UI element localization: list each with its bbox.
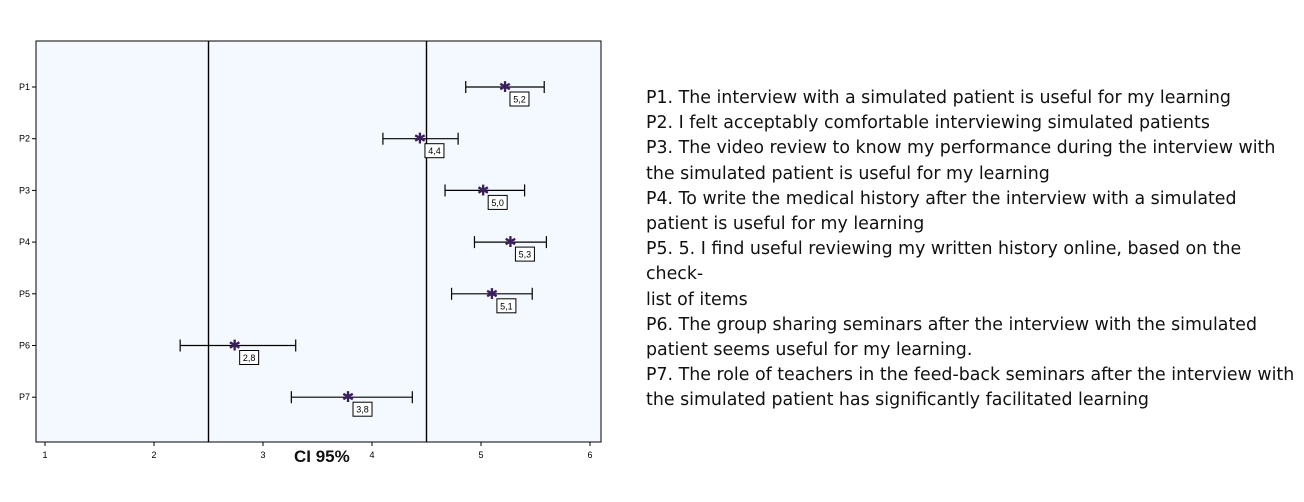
data-label-box [424,143,445,159]
data-label-box [509,91,530,107]
legend-line: list of items [646,289,748,310]
x-tick-label: 6 [587,450,592,460]
data-marks: ✱5,2✱4,4✱5,0✱5,3✱5,1✱2,8✱3,8 [179,78,548,417]
error-bar-group: ✱5,1 [450,285,533,314]
y-tick-label: P2 [19,134,30,144]
legend-line: P4. To write the medical history after t… [646,188,1237,209]
data-label-box [487,194,508,210]
point-marker: ✱ [414,130,427,148]
x-tick-label: 1 [42,450,47,460]
point-marker: ✱ [486,285,499,303]
x-tick-label: 2 [151,450,156,460]
x-tick-label: 5 [478,450,483,460]
y-tick-label: P1 [19,82,30,92]
legend-line: P5. 5. I find useful reviewing my writte… [646,239,1242,285]
legend-line: P6. The group sharing seminars after the… [646,314,1257,335]
x-axis: 1 2 3 4 5 6 [42,442,593,460]
item-legend: P1. The interview with a simulated patie… [646,86,1296,414]
error-bar-group: ✱3,8 [290,388,413,417]
point-marker: ✱ [342,388,355,406]
x-tick-label: 4 [369,450,374,460]
data-label-box [496,298,517,314]
error-bar-group: ✱5,0 [444,181,526,210]
error-bar-group: ✱5,2 [465,78,545,107]
error-bar-group: ✱2,8 [179,337,297,365]
x-tick-label: 3 [260,450,265,460]
legend-line: patient seems useful for my learning. [646,340,973,361]
legend-line: P1. The interview with a simulated patie… [646,88,1231,108]
y-tick-label: P5 [19,289,30,299]
point-marker: ✱ [228,337,241,355]
legend-line: the simulated patient is useful for my l… [646,163,1050,184]
y-tick-label: P7 [19,392,30,402]
point-marker: ✱ [499,78,512,96]
data-label: 5,3 [519,250,532,260]
data-label: 5,1 [500,301,513,311]
y-tick-label: P6 [19,341,30,351]
point-marker: ✱ [477,181,490,199]
data-label-box [239,350,260,365]
legend-line: patient is useful for my learning [646,214,925,235]
point-marker: ✱ [504,233,517,251]
data-label: 5,0 [491,198,504,208]
data-label: 5,2 [513,95,526,105]
error-bar-group: ✱5,3 [473,233,548,262]
data-label: 3,8 [356,405,369,415]
y-tick-label: P4 [19,237,30,247]
legend-line: P7. The role of teachers in the feed-bac… [646,365,1295,386]
data-label-box [514,246,535,262]
legend-line: P2. I felt acceptably comfortable interv… [646,113,1210,134]
legend-line: P3. The video review to know my performa… [646,138,1276,159]
legend-line: the simulated patient has significantly … [646,390,1149,411]
data-label: 4,4 [428,146,441,156]
x-axis-title: CI 95% [294,447,350,466]
data-label: 2,8 [243,353,256,363]
y-tick-label: P3 [19,185,30,195]
data-label-box [352,401,373,417]
reference-lines [207,41,428,442]
error-bar-group: ✱4,4 [382,130,459,159]
